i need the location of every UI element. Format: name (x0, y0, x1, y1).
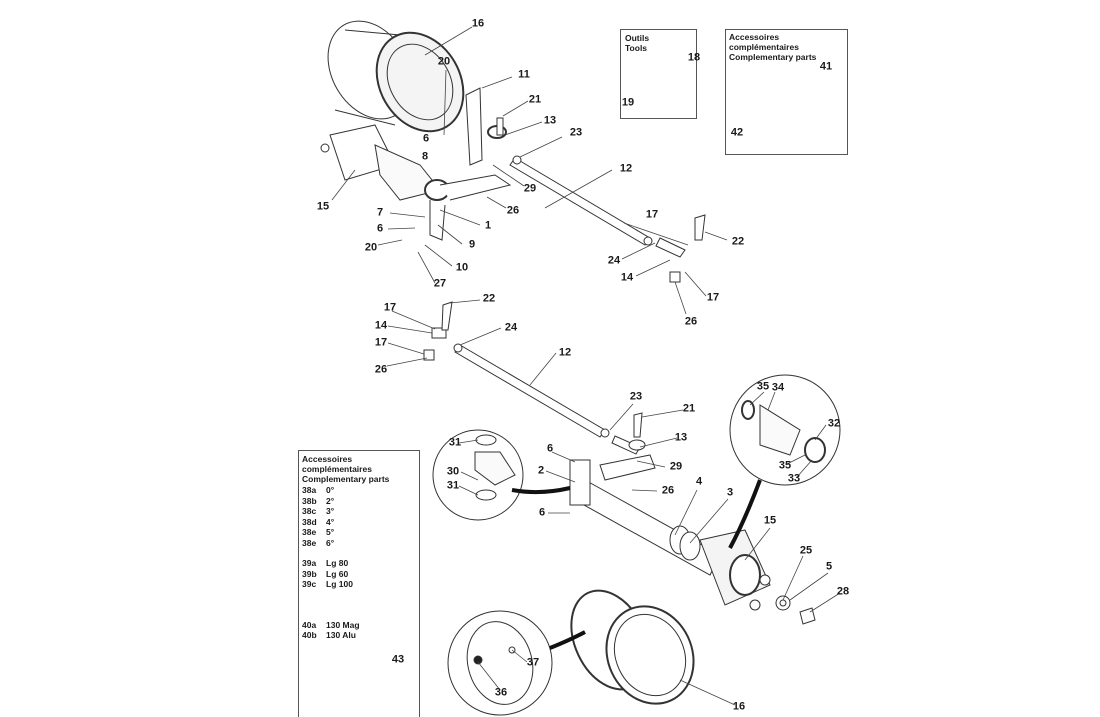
top-accessories-title-fr: Accessoires complémentaires (729, 32, 799, 52)
callout-label: 24 (607, 254, 621, 267)
callout-label: 6 (376, 222, 384, 235)
top-accessories-box: Accessoires complémentaires Complementar… (725, 29, 848, 155)
callout-label: 17 (645, 208, 659, 221)
callout-label: 28 (836, 585, 850, 598)
callout-label: 31 (448, 436, 462, 449)
callout-label: 24 (504, 321, 518, 334)
callout-label: 26 (661, 484, 675, 497)
callout-label: 23 (629, 390, 643, 403)
callout-label: 32 (827, 417, 841, 430)
callout-label: 1 (484, 219, 492, 232)
callout-label: 6 (422, 132, 430, 145)
callout-label: 35 (778, 459, 792, 472)
callout-label: 17 (383, 301, 397, 314)
tools-box: Outils Tools (620, 29, 697, 119)
callout-label: 26 (684, 315, 698, 328)
callout-label: 17 (374, 336, 388, 349)
callout-label: 16 (732, 700, 746, 713)
callout-label: 23 (569, 126, 583, 139)
callout-label: 8 (421, 150, 429, 163)
callout-label: 13 (674, 431, 688, 444)
bottom-accessories-title-en: Complementary parts (302, 474, 390, 484)
callout-label: 21 (682, 402, 696, 415)
callout-label: 29 (669, 460, 683, 473)
callout-label: 41 (819, 60, 833, 73)
callout-label: 20 (364, 241, 378, 254)
tools-title-en: Tools (625, 43, 648, 53)
callout-label: 26 (506, 204, 520, 217)
callout-label: 15 (763, 514, 777, 527)
callout-label: 14 (374, 319, 388, 332)
callout-label: 43 (391, 653, 405, 666)
callout-label: 20 (437, 55, 451, 68)
callout-label: 37 (526, 656, 540, 669)
callout-label: 19 (621, 96, 635, 109)
callout-label: 35 (756, 380, 770, 393)
callout-label: 25 (799, 544, 813, 557)
top-accessories-title-en: Complementary parts (729, 52, 817, 62)
callout-label: 2 (537, 464, 545, 477)
wheel-rim-bottom (570, 589, 695, 705)
callout-label: 7 (376, 206, 384, 219)
callout-label: 27 (433, 277, 447, 290)
stub-axle-lower (569, 454, 816, 625)
tie-rod-upper (487, 117, 653, 246)
callout-label: 12 (619, 162, 633, 175)
callout-label: 42 (730, 126, 744, 139)
callout-label: 13 (543, 114, 557, 127)
callout-label: 6 (546, 442, 554, 455)
callout-label: 18 (687, 51, 701, 64)
callout-label: 16 (471, 17, 485, 30)
callout-label: 3 (726, 486, 734, 499)
callout-label: 6 (538, 506, 546, 519)
callout-label: 10 (455, 261, 469, 274)
wheel-rim-top (327, 20, 465, 133)
tools-title-fr: Outils (625, 33, 650, 43)
callout-label: 21 (528, 93, 542, 106)
callout-label: 34 (771, 381, 785, 394)
callout-label: 5 (825, 560, 833, 573)
callout-label: 31 (446, 479, 460, 492)
callout-label: 4 (695, 475, 703, 488)
callout-label: 15 (316, 200, 330, 213)
callout-label: 12 (558, 346, 572, 359)
callout-label: 11 (518, 68, 530, 81)
callout-label: 33 (787, 472, 801, 485)
stub-axle-upper (320, 124, 512, 241)
bottom-accessories-box: Accessoires complémentaires Complementar… (298, 450, 420, 717)
kingpin-11 (465, 87, 483, 166)
callout-label: 14 (620, 271, 634, 284)
callout-label: 22 (482, 292, 496, 305)
callout-label: 36 (494, 686, 508, 699)
callout-label: 9 (468, 238, 476, 251)
callout-label: 17 (706, 291, 720, 304)
callout-label: 30 (446, 465, 460, 478)
tie-rod-middle (423, 301, 610, 438)
callout-label: 26 (374, 363, 388, 376)
callout-label: 29 (523, 182, 537, 195)
callout-label: 22 (731, 235, 745, 248)
bottom-accessories-title-fr: Accessoires complémentaires (302, 454, 372, 474)
